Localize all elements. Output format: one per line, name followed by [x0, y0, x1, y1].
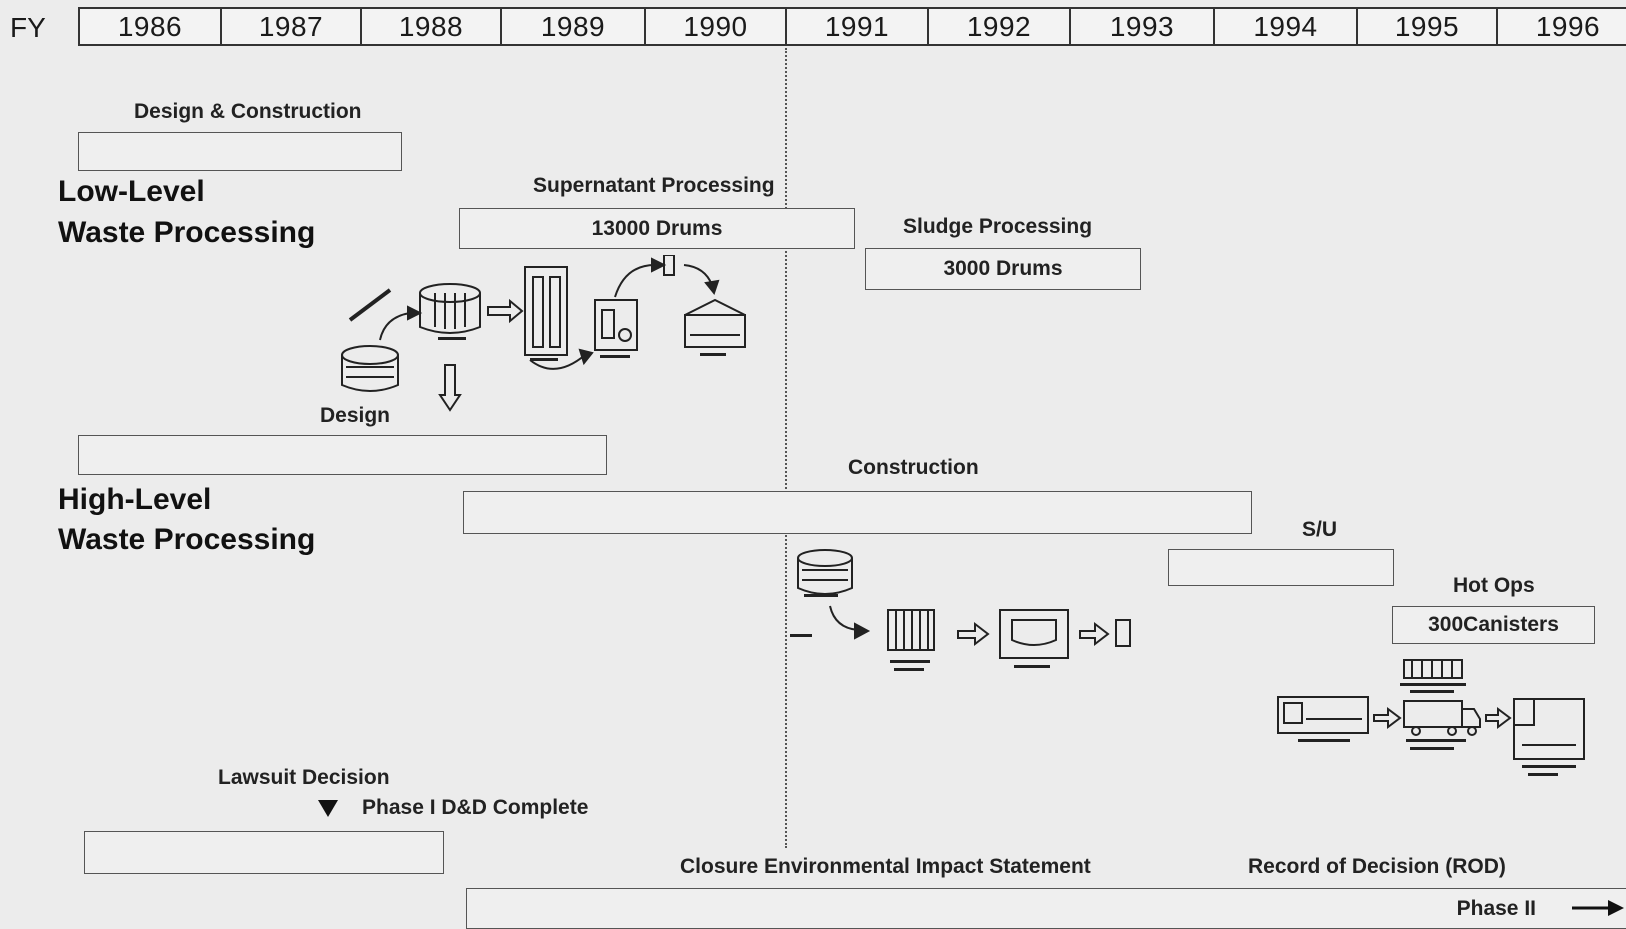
high-level-title-line2: Waste Processing — [58, 523, 316, 556]
phase2-bar: Phase II — [466, 888, 1626, 929]
design-bar — [78, 435, 607, 475]
disposal-schematic — [1277, 659, 1585, 776]
startup-bar — [1168, 549, 1394, 586]
year-cell: 1992 — [929, 9, 1071, 44]
year-cell: 1986 — [80, 9, 222, 44]
milestone-triangle-icon — [318, 800, 338, 817]
year-header-row: 1986 1987 1988 1989 1990 1991 1992 1993 … — [78, 7, 1626, 46]
year-cell: 1991 — [787, 9, 929, 44]
year-cell: 1988 — [362, 9, 502, 44]
supernatant-processing-label: Supernatant Processing — [533, 174, 775, 197]
closure-eis-label: Closure Environmental Impact Statement — [680, 855, 1091, 878]
lawsuit-decision-label: Lawsuit Decision — [218, 766, 390, 789]
supernatant-processing-bar: 13000 Drums — [459, 208, 855, 249]
hot-ops-label: Hot Ops — [1453, 574, 1535, 597]
year-cell: 1996 — [1498, 9, 1626, 44]
phase2-label: Phase II — [1456, 896, 1536, 920]
year-cell: 1993 — [1071, 9, 1215, 44]
hot-ops-bar: 300Canisters — [1392, 606, 1595, 644]
low-level-title-line1: Low-Level — [58, 175, 205, 208]
high-level-title-line1: High-Level — [58, 483, 212, 516]
low-level-process-schematic — [341, 255, 746, 412]
startup-label: S/U — [1302, 518, 1338, 541]
year-cell: 1989 — [502, 9, 646, 44]
construction-bar — [463, 491, 1252, 534]
phase1-complete-label: Phase I D&D Complete — [362, 796, 589, 819]
construction-label: Construction — [848, 456, 979, 479]
year-cell: 1995 — [1358, 9, 1498, 44]
high-level-process-schematic — [790, 549, 1131, 671]
sludge-processing-label: Sludge Processing — [903, 215, 1093, 238]
fy-label: FY — [10, 12, 46, 43]
year-cell: 1994 — [1215, 9, 1358, 44]
continues-arrow-icon — [1572, 900, 1624, 916]
record-of-decision-label: Record of Decision (ROD) — [1248, 855, 1506, 878]
year-cell: 1987 — [222, 9, 362, 44]
sludge-processing-bar: 3000 Drums — [865, 248, 1141, 290]
design-construction-label: Design & Construction — [134, 100, 362, 123]
fiscal-year-divider — [785, 48, 787, 848]
design-label: Design — [320, 404, 391, 427]
design-construction-bar — [78, 132, 402, 171]
year-cell: 1990 — [646, 9, 787, 44]
phase1-bar — [84, 831, 444, 874]
low-level-title-line2: Waste Processing — [58, 216, 316, 249]
